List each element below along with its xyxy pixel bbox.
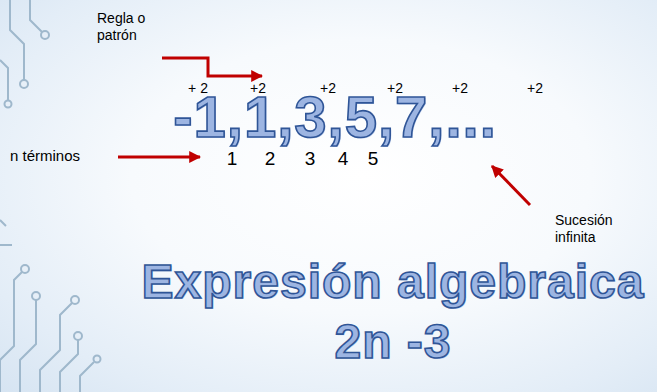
circuit-lines: [0, 0, 101, 392]
leader-arrows: [118, 58, 530, 205]
infinite-label: Sucesión infinita: [555, 212, 630, 246]
term-index: 1: [227, 148, 238, 170]
step-label: +2: [527, 80, 543, 97]
term-index: 2: [265, 148, 276, 170]
term-index: 5: [368, 148, 379, 170]
expression-title: Expresión algebraica: [142, 258, 645, 306]
rule-label: Regla o patrón: [97, 10, 159, 44]
term-index: 4: [338, 148, 349, 170]
expression-formula: 2n -3: [334, 318, 451, 366]
sequence-text: -1,1,3,5,7,...: [173, 88, 497, 146]
terms-label: n términos: [10, 148, 80, 163]
term-index: 3: [305, 148, 316, 170]
